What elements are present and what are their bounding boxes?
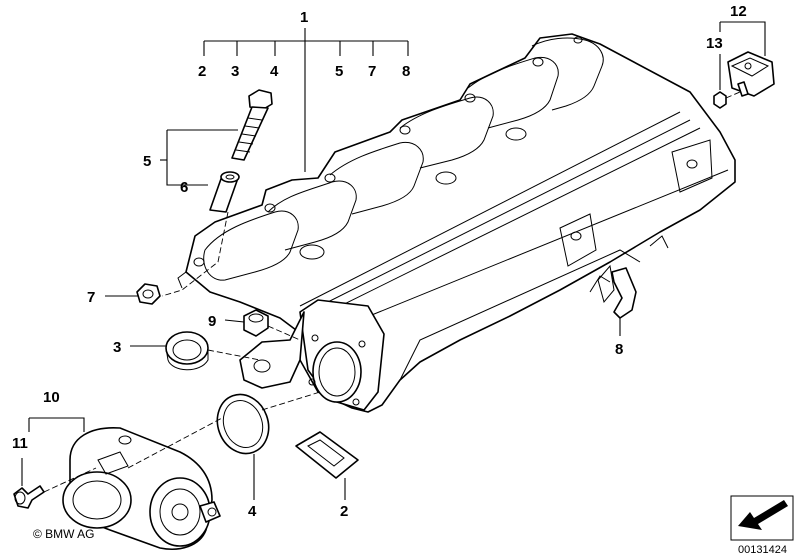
direction-arrow-icon (730, 495, 794, 541)
callout-1: 1 (300, 9, 308, 26)
spacer-sleeve (209, 171, 240, 213)
callout-4-top: 4 (270, 63, 279, 80)
copyright-notice: © BMW AG (33, 527, 95, 541)
hex-bolt (231, 89, 273, 161)
throttle-housing (62, 427, 221, 550)
callout-3: 3 (113, 339, 121, 356)
callout-12: 12 (730, 3, 747, 20)
callout-2-top: 2 (198, 63, 206, 80)
clip (597, 264, 637, 319)
callout-8-top: 8 (402, 63, 410, 80)
callout-8: 8 (615, 341, 623, 358)
callout-9: 9 (208, 313, 216, 330)
callout-6: 6 (180, 179, 188, 196)
nut (136, 283, 161, 305)
o-ring-gasket (216, 393, 270, 455)
callout-7: 7 (87, 289, 95, 306)
callout-3-top: 3 (231, 63, 239, 80)
grommet (243, 309, 269, 337)
callout-4: 4 (248, 503, 257, 520)
callout-2: 2 (340, 503, 348, 520)
screw (13, 485, 45, 509)
sealing-ring (165, 331, 209, 371)
sensor-screw (713, 91, 727, 109)
leader-lines (21, 21, 766, 500)
profile-gasket (295, 431, 359, 479)
pressure-sensor (727, 51, 775, 97)
intake-manifold (177, 33, 736, 413)
callout-10: 10 (43, 389, 60, 406)
callout-labels: 1 2 3 4 5 7 8 5 6 7 9 3 8 10 11 4 2 12 1… (12, 3, 747, 520)
callout-7-top: 7 (368, 63, 376, 80)
document-number: 00131424 (738, 544, 787, 556)
assembly-lines (43, 91, 741, 493)
callout-11: 11 (12, 435, 28, 452)
callout-5: 5 (143, 153, 151, 170)
callout-5-top: 5 (335, 63, 343, 80)
callout-13: 13 (706, 35, 723, 52)
